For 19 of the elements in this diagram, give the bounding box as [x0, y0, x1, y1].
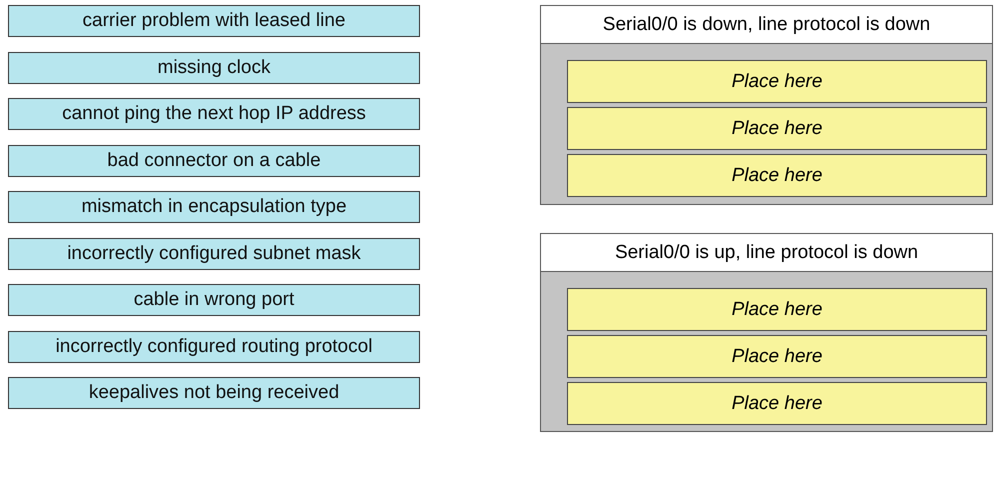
drop-target: Place here [567, 107, 987, 150]
answer-tile: carrier problem with leased line [8, 5, 420, 37]
answer-tile: mismatch in encapsulation type [8, 191, 420, 223]
drop-target: Place here [567, 60, 987, 103]
drop-target: Place here [567, 154, 987, 197]
panel-header: Serial0/0 is up, line protocol is down [541, 234, 992, 272]
answer-tile: incorrectly configured subnet mask [8, 238, 420, 270]
answer-panel [540, 233, 993, 432]
answer-tile: cable in wrong port [8, 284, 420, 316]
answer-tile: bad connector on a cable [8, 144, 420, 176]
drop-target: Place here [567, 335, 987, 378]
answer-panel [540, 5, 993, 205]
drop-target: Place here [567, 288, 987, 331]
answer-tile: cannot ping the next hop IP address [8, 98, 420, 130]
drop-target: Place here [567, 382, 987, 425]
answer-tile: keepalives not being received [8, 377, 420, 409]
answer-tile: missing clock [8, 52, 420, 84]
panel-header: Serial0/0 is down, line protocol is down [541, 6, 992, 44]
answer-tile: incorrectly configured routing protocol [8, 330, 420, 362]
